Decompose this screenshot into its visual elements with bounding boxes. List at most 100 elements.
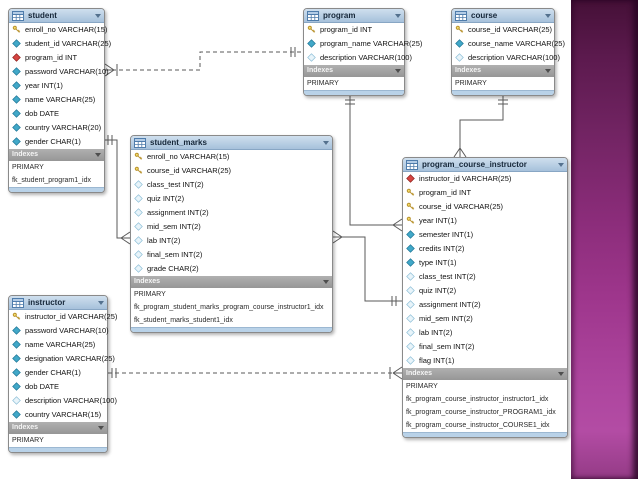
indexes-header[interactable]: Indexes (452, 65, 554, 77)
index-row[interactable]: fk_program_course_instructor_PROGRAM1_id… (406, 409, 556, 416)
chevron-down-icon[interactable] (95, 13, 101, 18)
chevron-down-icon[interactable] (98, 426, 104, 430)
relationship-student-marks-pci[interactable] (332, 230, 402, 306)
field-row[interactable]: name VARCHAR(25) (9, 338, 107, 352)
index-row[interactable]: fk_program_course_instructor_COURSE1_idx (406, 422, 550, 429)
field-row[interactable]: program_id INT (9, 51, 104, 65)
field-row[interactable]: description VARCHAR(100) (304, 51, 412, 65)
field-row[interactable]: gender CHAR(1) (9, 366, 107, 380)
chevron-down-icon[interactable] (395, 13, 401, 18)
chevron-down-icon[interactable] (545, 13, 551, 18)
field-row[interactable]: name VARCHAR(25) (9, 93, 104, 107)
relationship-pci-instructor[interactable] (108, 366, 403, 380)
field-row[interactable]: country VARCHAR(15) (9, 408, 107, 422)
index-row[interactable]: fk_student_marks_student1_idx (134, 317, 233, 324)
field-row[interactable]: class_test INT(2) (131, 178, 332, 192)
table-header[interactable]: instructor (9, 296, 107, 310)
field-row[interactable]: semester INT(1) (403, 228, 567, 242)
field-row[interactable]: enroll_no VARCHAR(15) (131, 150, 332, 164)
chevron-down-icon[interactable] (545, 69, 551, 73)
indexes-header[interactable]: Indexes (304, 65, 404, 77)
field-row[interactable]: password VARCHAR(10) (9, 324, 109, 338)
field-row[interactable]: mid_sem INT(2) (131, 220, 332, 234)
index-row[interactable]: PRIMARY (455, 80, 487, 87)
index-row[interactable]: PRIMARY (134, 291, 166, 298)
field-row[interactable]: dob DATE (9, 107, 104, 121)
chevron-down-icon[interactable] (323, 140, 329, 145)
field-row[interactable]: password VARCHAR(10) (9, 65, 109, 79)
field-row[interactable]: description VARCHAR(100) (452, 51, 560, 65)
index-row[interactable]: fk_student_program1_idx (12, 177, 91, 184)
chevron-down-icon[interactable] (558, 162, 564, 167)
field-row[interactable]: course_id VARCHAR(25) (403, 200, 567, 214)
chevron-down-icon[interactable] (98, 300, 104, 305)
relationship-student-marks-student[interactable] (105, 135, 131, 245)
field-label: designation VARCHAR(25) (25, 354, 115, 363)
field-label: grade CHAR(2) (147, 264, 199, 273)
field-row[interactable]: designation VARCHAR(25) (9, 352, 115, 366)
chevron-down-icon[interactable] (323, 280, 329, 284)
field-row[interactable]: type INT(1) (403, 256, 567, 270)
field-row[interactable]: quiz INT(2) (131, 192, 332, 206)
field-row[interactable]: description VARCHAR(100) (9, 394, 117, 408)
field-row[interactable]: instructor_id VARCHAR(25) (403, 172, 567, 186)
field-row[interactable]: flag INT(1) (403, 354, 567, 368)
index-row[interactable]: fk_program_student_marks_program_course_… (134, 304, 324, 311)
field-row[interactable]: program_name VARCHAR(25) (304, 37, 422, 51)
chevron-down-icon[interactable] (95, 153, 101, 157)
relationship-pci-course[interactable] (453, 94, 508, 158)
index-row[interactable]: PRIMARY (406, 383, 438, 390)
table-header[interactable]: student (9, 9, 104, 23)
indexes-header[interactable]: Indexes (403, 368, 567, 380)
relationship-student-program[interactable] (104, 47, 303, 77)
field-row[interactable]: lab INT(2) (131, 234, 332, 248)
field-row[interactable]: year INT(1) (403, 214, 567, 228)
field-row[interactable]: mid_sem INT(2) (403, 312, 567, 326)
field-row[interactable]: country VARCHAR(20) (9, 121, 104, 135)
index-row[interactable]: PRIMARY (12, 164, 44, 171)
table-header[interactable]: student_marks (131, 136, 332, 150)
field-row[interactable]: gender CHAR(1) (9, 135, 104, 149)
field-row[interactable]: enroll_no VARCHAR(15) (9, 23, 107, 37)
field-row[interactable]: credits INT(2) (403, 242, 567, 256)
field-row[interactable]: program_id INT (304, 23, 404, 37)
field-row[interactable]: class_test INT(2) (403, 270, 567, 284)
table-header[interactable]: program_course_instructor (403, 158, 567, 172)
indexes-header[interactable]: Indexes (9, 149, 104, 161)
field-row[interactable]: grade CHAR(2) (131, 262, 332, 276)
table-header[interactable]: program (304, 9, 404, 23)
field-row[interactable]: course_id VARCHAR(25) (131, 164, 332, 178)
field-row[interactable]: final_sem INT(2) (131, 248, 332, 262)
indexes-header[interactable]: Indexes (9, 422, 107, 434)
field-row[interactable]: instructor_id VARCHAR(25) (9, 310, 117, 324)
chevron-down-icon[interactable] (395, 69, 401, 73)
indexes-header[interactable]: Indexes (131, 276, 332, 288)
field-row[interactable]: lab INT(2) (403, 326, 567, 340)
column-icon (134, 222, 144, 232)
table-student-marks[interactable]: student_marks enroll_no VARCHAR(15) course… (130, 135, 333, 333)
table-header[interactable]: course (452, 9, 554, 23)
field-row[interactable]: course_name VARCHAR(25) (452, 37, 565, 51)
field-label: enroll_no VARCHAR(15) (147, 152, 230, 161)
index-row[interactable]: PRIMARY (307, 80, 339, 87)
field-row[interactable]: assignment INT(2) (131, 206, 332, 220)
index-row[interactable]: fk_program_course_instructor_instructor1… (406, 396, 549, 403)
relationship-pci-program[interactable] (345, 94, 403, 232)
field-row[interactable]: student_id VARCHAR(25) (9, 37, 111, 51)
field-row[interactable]: course_id VARCHAR(25) (452, 23, 554, 37)
field-row[interactable]: assignment INT(2) (403, 298, 567, 312)
index-row[interactable]: PRIMARY (12, 437, 44, 444)
field-row[interactable]: quiz INT(2) (403, 284, 567, 298)
field-row[interactable]: final_sem INT(2) (403, 340, 567, 354)
field-row[interactable]: year INT(1) (9, 79, 104, 93)
field-row[interactable]: dob DATE (9, 380, 107, 394)
chevron-down-icon[interactable] (558, 372, 564, 376)
field-row[interactable]: program_id INT (403, 186, 567, 200)
